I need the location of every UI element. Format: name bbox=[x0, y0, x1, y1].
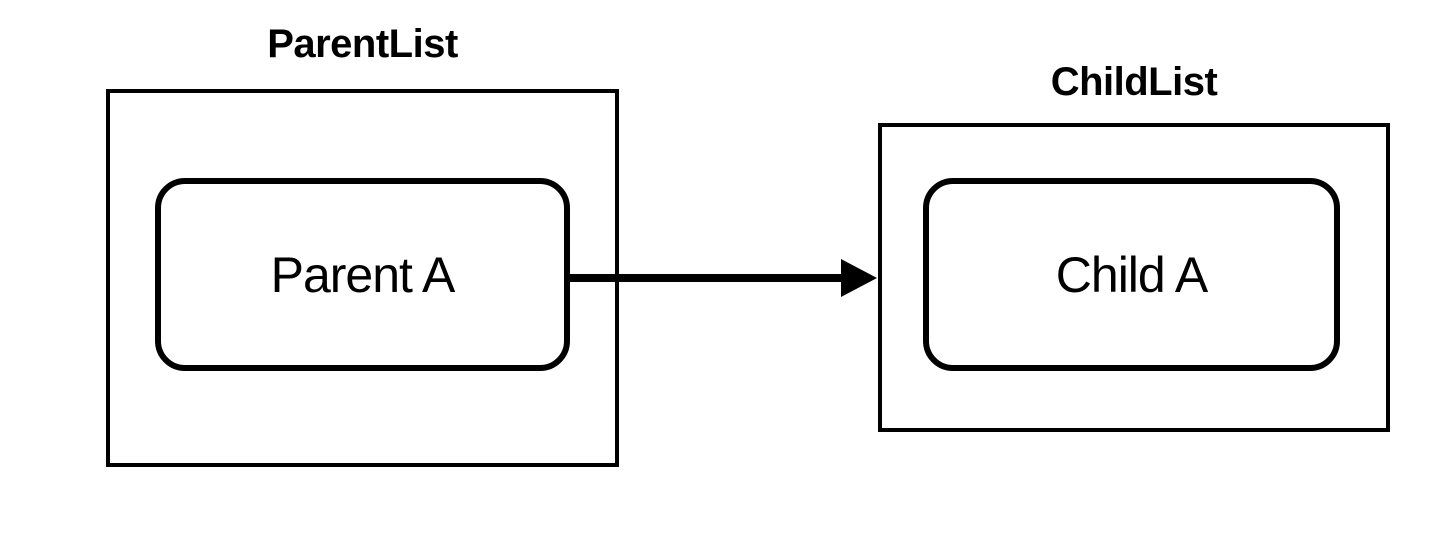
node-parent-a-label: Parent A bbox=[270, 246, 456, 303]
arrow-head-icon bbox=[841, 259, 877, 297]
node-child-a: Child A bbox=[923, 178, 1340, 371]
node-parent-a: Parent A bbox=[155, 178, 570, 371]
childlist-title: ChildList bbox=[1050, 60, 1218, 104]
parentlist-title: ParentList bbox=[267, 22, 458, 66]
edge-parent-to-child-shaft bbox=[567, 274, 843, 282]
node-child-a-label: Child A bbox=[1055, 246, 1208, 303]
